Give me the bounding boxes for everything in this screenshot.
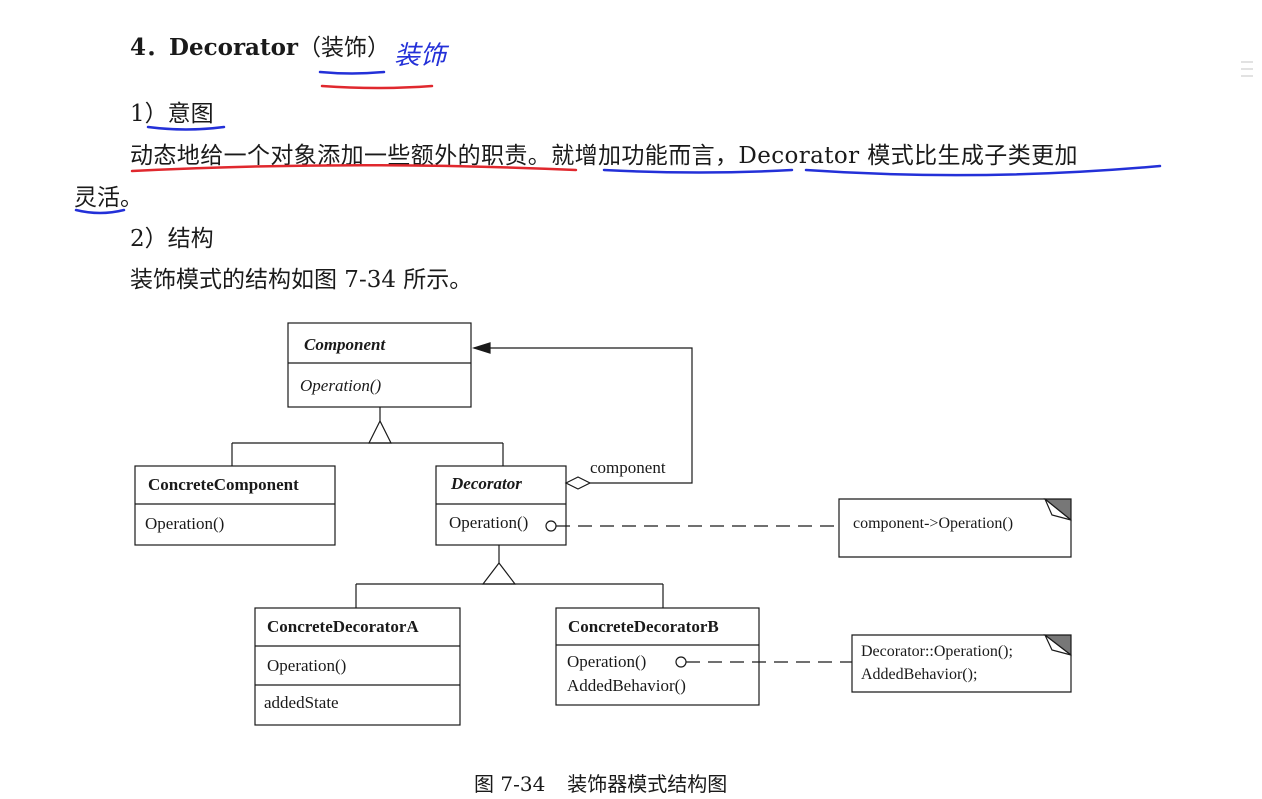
section-title: Decorator bbox=[169, 34, 299, 61]
note1-text: component->Operation() bbox=[853, 515, 1013, 532]
note2-line2: AddedBehavior(); bbox=[861, 666, 977, 683]
class-concrete-component-op: Operation() bbox=[145, 514, 224, 533]
class-concrete-decorator-a-name: ConcreteDecoratorA bbox=[267, 617, 419, 636]
class-concrete-decorator-b-name: ConcreteDecoratorB bbox=[568, 617, 719, 636]
handwritten-note: 装饰 bbox=[394, 41, 450, 71]
class-concrete-decorator-b-box bbox=[555, 607, 760, 706]
intent-part3: Decorator 模式比生成子类更加 bbox=[738, 143, 1078, 169]
class-component-name: Component bbox=[304, 335, 387, 354]
class-concrete-decorator-a-attr: addedState bbox=[264, 693, 339, 712]
sentence-underline-red bbox=[130, 163, 578, 173]
class-decorator-op: Operation() bbox=[449, 513, 528, 532]
structure-heading: 2）结构 bbox=[130, 226, 214, 252]
class-decorator-name: Decorator bbox=[450, 474, 522, 493]
note2-line1: Decorator::Operation(); bbox=[861, 643, 1013, 660]
association-arrowhead bbox=[471, 342, 491, 354]
intent-part5: 。 bbox=[120, 185, 143, 211]
association-line bbox=[474, 347, 693, 484]
intent-text-cont: 灵活。 bbox=[74, 178, 143, 212]
section-number: 4． bbox=[130, 34, 170, 61]
inheritance-triangle-decorator bbox=[481, 562, 517, 585]
note1-fold bbox=[1043, 498, 1072, 522]
intent-heading: 1）意图 bbox=[130, 101, 214, 127]
class-decorator-box bbox=[435, 465, 567, 546]
note2-fold bbox=[1043, 634, 1072, 657]
class-component-op: Operation() bbox=[300, 376, 382, 395]
phrase-underline-blue-1 bbox=[602, 168, 794, 174]
class-component-box bbox=[287, 322, 472, 408]
intent-part2: 就增加功能而言， bbox=[551, 143, 739, 169]
figure-caption: 图 7-34 装饰器模式结构图 bbox=[474, 768, 727, 797]
class-concrete-component-name: ConcreteComponent bbox=[148, 475, 299, 494]
section-heading: 4．Decorator（装饰） bbox=[130, 28, 390, 62]
note1-anchor-circle bbox=[545, 520, 557, 532]
annotations: 装饰 bbox=[74, 41, 1162, 215]
word-underline-blue bbox=[74, 208, 126, 215]
figure-title: 装饰器模式结构图 bbox=[567, 772, 728, 796]
aggregation-diamond bbox=[564, 476, 592, 490]
intent-underline-blue bbox=[146, 125, 226, 131]
section-title-chinese: （装饰） bbox=[298, 35, 391, 61]
note2-anchor-circle bbox=[675, 656, 687, 668]
title-underline-blue bbox=[318, 70, 386, 75]
class-concrete-decorator-a-op: Operation() bbox=[267, 656, 346, 675]
note1-box bbox=[838, 498, 1072, 558]
title-underline-red bbox=[320, 84, 434, 90]
association-label: component bbox=[590, 458, 666, 477]
class-concrete-decorator-a-box bbox=[254, 607, 461, 726]
note2-box bbox=[851, 634, 1072, 693]
structure-body: 装饰模式的结构如图 7-34 所示。 bbox=[130, 267, 473, 293]
phrase-underline-blue-2 bbox=[804, 164, 1162, 177]
figure-number: 图 7-34 bbox=[474, 772, 546, 796]
class-concrete-component-box bbox=[134, 465, 336, 546]
class-concrete-decorator-b-op2: AddedBehavior() bbox=[567, 676, 686, 695]
intent-part4: 灵活 bbox=[74, 185, 120, 211]
class-concrete-decorator-b-op: Operation() bbox=[567, 652, 646, 671]
side-grip-icon[interactable] bbox=[1238, 58, 1256, 80]
inheritance-triangle bbox=[368, 419, 392, 444]
